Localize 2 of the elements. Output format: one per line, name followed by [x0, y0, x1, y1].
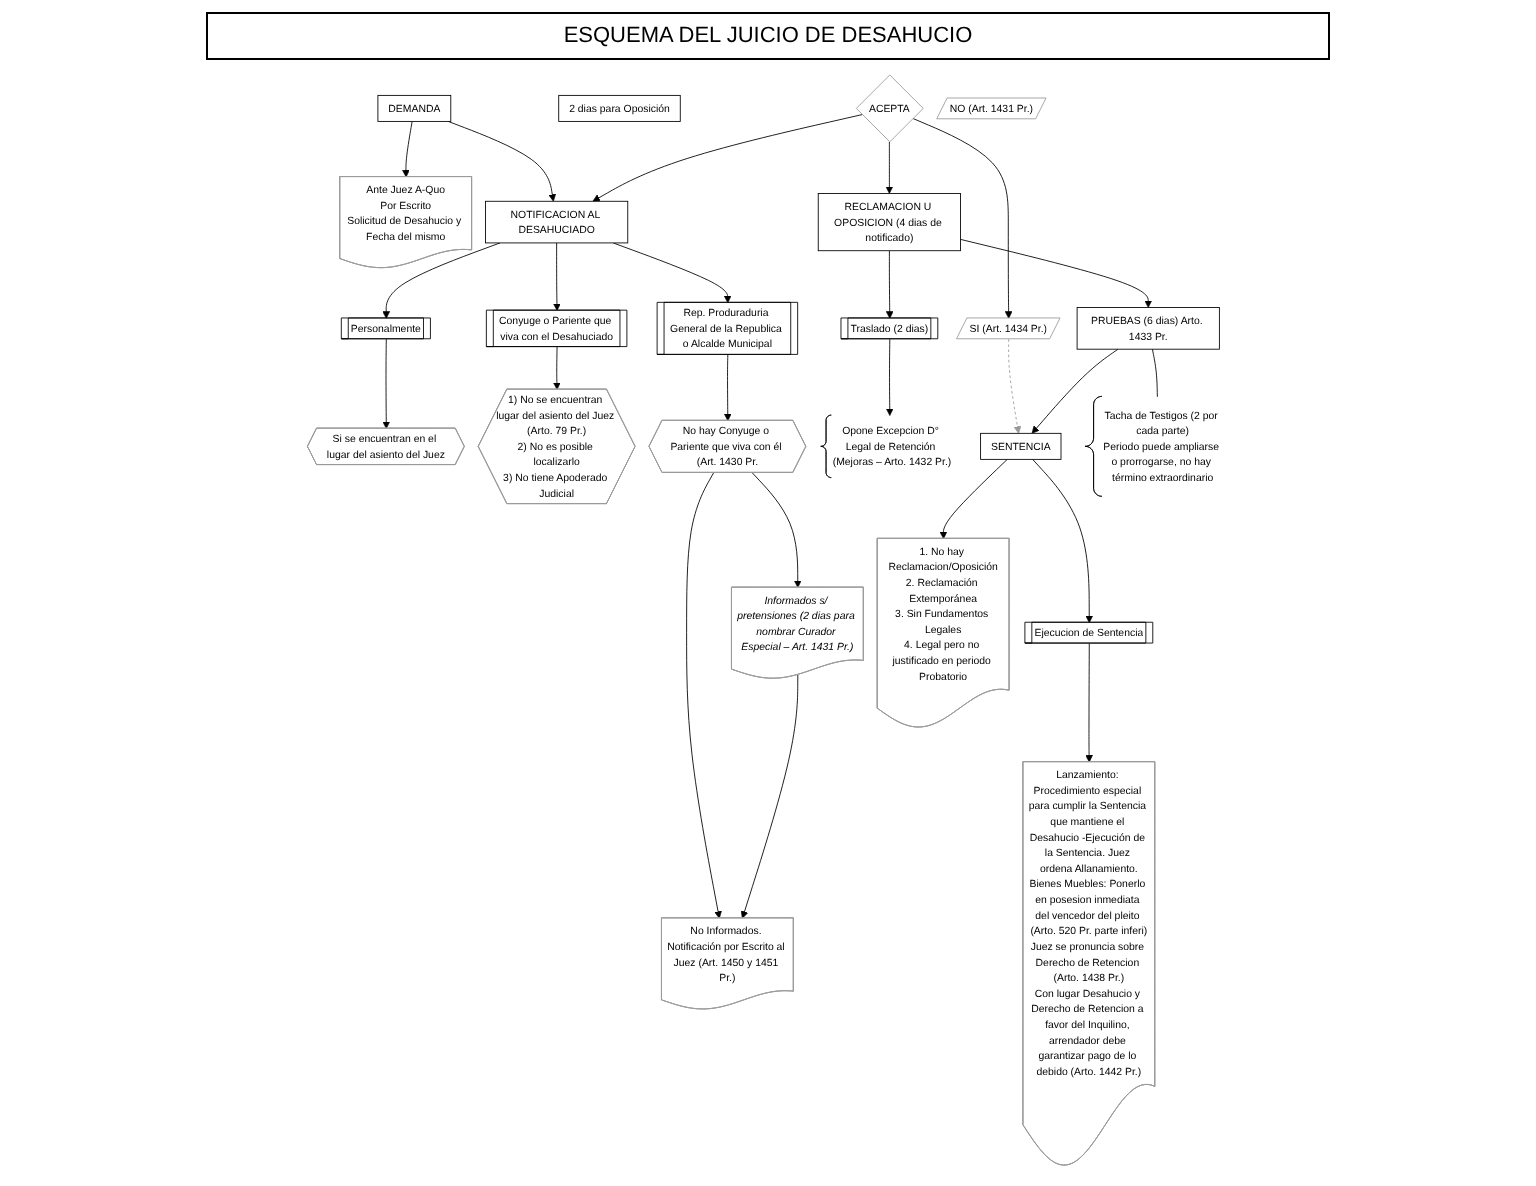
- diagram-title: ESQUEMA DEL JUICIO DE DESAHUCIO: [206, 12, 1330, 60]
- connector: [1151, 348, 1158, 398]
